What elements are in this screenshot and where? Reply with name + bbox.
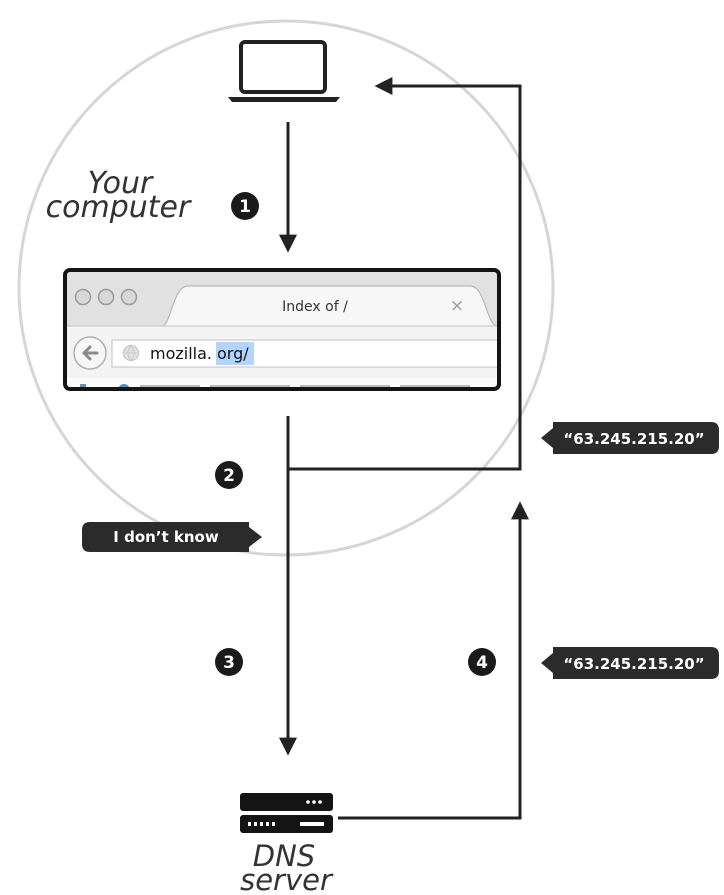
computer-boundary-circle (17, 19, 555, 557)
svg-text:“63.245.215.20”: “63.245.215.20” (563, 430, 704, 448)
bubble-ip-bottom: “63.245.215.20” (541, 647, 719, 679)
bubble-dont-know: I don’t know (82, 522, 262, 552)
svg-text:1: 1 (239, 197, 251, 217)
svg-text:3: 3 (223, 653, 235, 673)
step-4-marker: 4 (468, 648, 496, 676)
tab-title: Index of / (282, 299, 348, 315)
url-bar[interactable] (111, 339, 512, 368)
step-1-marker: 1 (231, 192, 259, 220)
svg-text:I don’t know: I don’t know (113, 528, 219, 546)
computer-label-line2: computer (46, 190, 192, 225)
window-minimize-dot[interactable] (97, 288, 115, 306)
dns-label-line1: DNS (253, 839, 315, 873)
browser-tab[interactable] (159, 285, 499, 328)
dns-label-line2: server (240, 863, 334, 895)
browser-window: Index of / × mozilla. org/ (63, 268, 512, 391)
tab-close-icon[interactable]: × (450, 296, 464, 316)
svg-text:“63.245.215.20”: “63.245.215.20” (563, 655, 704, 673)
globe-icon (123, 345, 139, 361)
step-3-marker: 3 (215, 648, 243, 676)
step-2-marker: 2 (215, 461, 243, 489)
laptop-icon (228, 40, 340, 102)
computer-label-line1: Your (88, 166, 154, 201)
svg-text:2: 2 (223, 466, 235, 486)
svg-text:4: 4 (476, 653, 488, 673)
arrow-cache-to-laptop (288, 77, 522, 471)
window-zoom-dot[interactable] (120, 288, 138, 306)
window-close-dot[interactable] (74, 288, 92, 306)
dns-server-icon (240, 793, 333, 833)
url-selected: org/ (217, 344, 249, 363)
back-button[interactable] (73, 336, 107, 370)
url-host: mozilla. (150, 344, 212, 363)
bubble-ip-top: “63.245.215.20” (541, 422, 719, 454)
url-selection-highlight (216, 342, 254, 365)
arrow-dns-response-up (338, 501, 529, 820)
back-arrow-icon (82, 345, 99, 361)
